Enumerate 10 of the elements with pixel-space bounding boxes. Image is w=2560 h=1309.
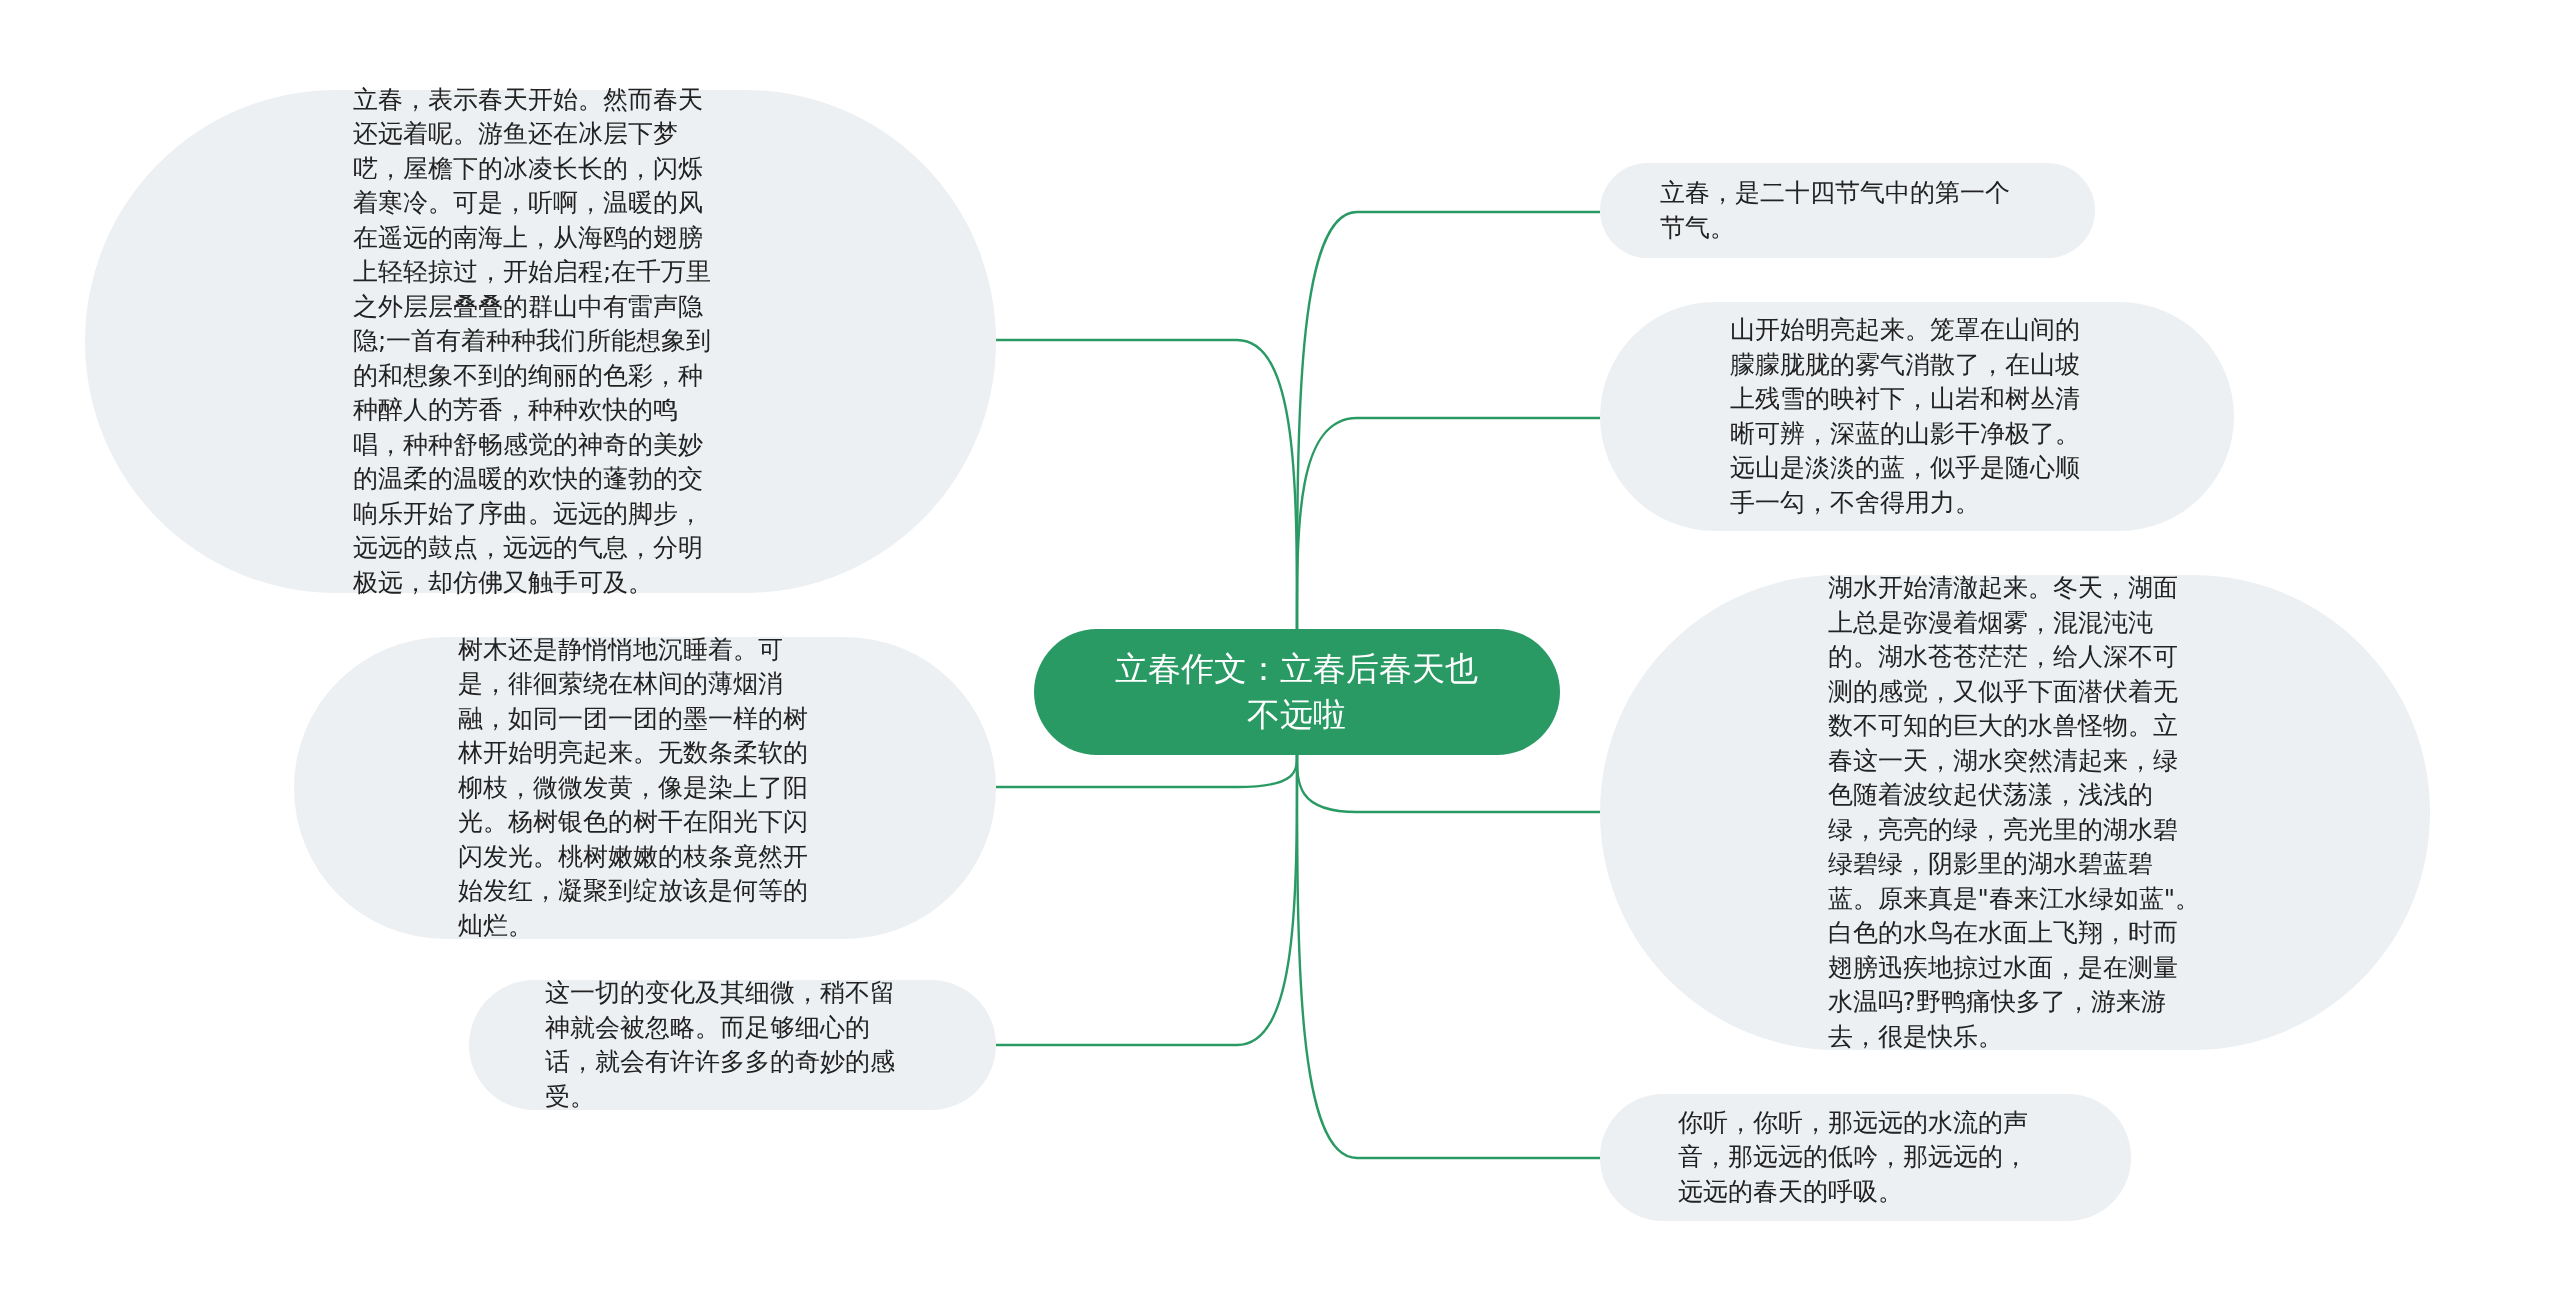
paragraph-text: 立春，是二十四节气中的第一个节气。	[1660, 177, 2012, 244]
paragraph-text: 立春，表示春天开始。然而春天还远着呢。游鱼还在冰层下梦呓，屋檐下的冰凌长长的，闪烁着寒冷。可是，听啊，温暖的风在遥远的南海上，从海鸥的翅膀上轻轻掠过，开始启程;在千万里之外层层叠叠的群山中有雷声隐隐;一首有着种种我们所能想象到的和想象不到的绚丽的色彩，种种醉人的芳香，种种欢快的鸣唱，种种舒畅感觉的神奇的美妙的温柔的温暖的欢快的蓬勃的交响乐开始了序曲。远远的脚步，远远的鼓点，远远的气息，分明极远，却仿佛又触手可及。	[353, 83, 713, 599]
paragraph-text: 这一切的变化及其细微，稍不留神就会被忽略。而足够细心的话，就会有许许多多的奇妙的感受。	[545, 977, 897, 1113]
connector-line	[996, 338, 1299, 629]
paragraph-text: 树木还是静悄悄地沉睡着。可是，徘徊萦绕在林间的薄烟消融，如同一团一团的墨一样的树林开始明亮起来。无数条柔软的柳枝，微微发黄，像是染上了阳光。杨树银色的树干在阳光下闪闪发光。桃树嫩嫩的枝条竟然开始发红，凝聚到绽放该是何等的灿烂。	[457, 633, 809, 942]
paragraph-text: 你听，你听，那远远的水流的声音，那远远的低吟，那远远的，远远的春天的呼吸。	[1678, 1106, 2030, 1208]
paragraph-text: 湖水开始清澈起来。冬天，湖面上总是弥漫着烟雾，混混沌沌的。湖水苍苍茫茫，给人深不可测的感觉，又似乎下面潜伏着无数不可知的巨大的水兽怪物。立春这一天，湖水突然清起来，绿色随着波纹起伏荡漾，浅浅的绿，亮亮的绿，亮光里的湖水碧绿碧绿，阴影里的湖水碧蓝碧蓝。原来真是"春来江水绿如蓝"。白色的水鸟在水面上飞翔，时而翅膀迅疾地掠过水面，是在测量水温吗?野鸭痛快多了，游来游去，很是快乐。	[1827, 572, 2202, 1053]
connector-line	[996, 755, 1299, 1047]
topic-title: 立春作文：立春后春天也不远啦	[1114, 648, 1480, 736]
paragraph-text: 山开始明亮起来。笼罩在山间的朦朦胧胧的雾气消散了，在山坡上残雪的映衬下，山岩和树丛清晰可辨，深蓝的山影干净极了。远山是淡淡的蓝，似乎是随心顺手一勾，不舍得用力。	[1729, 314, 2081, 519]
